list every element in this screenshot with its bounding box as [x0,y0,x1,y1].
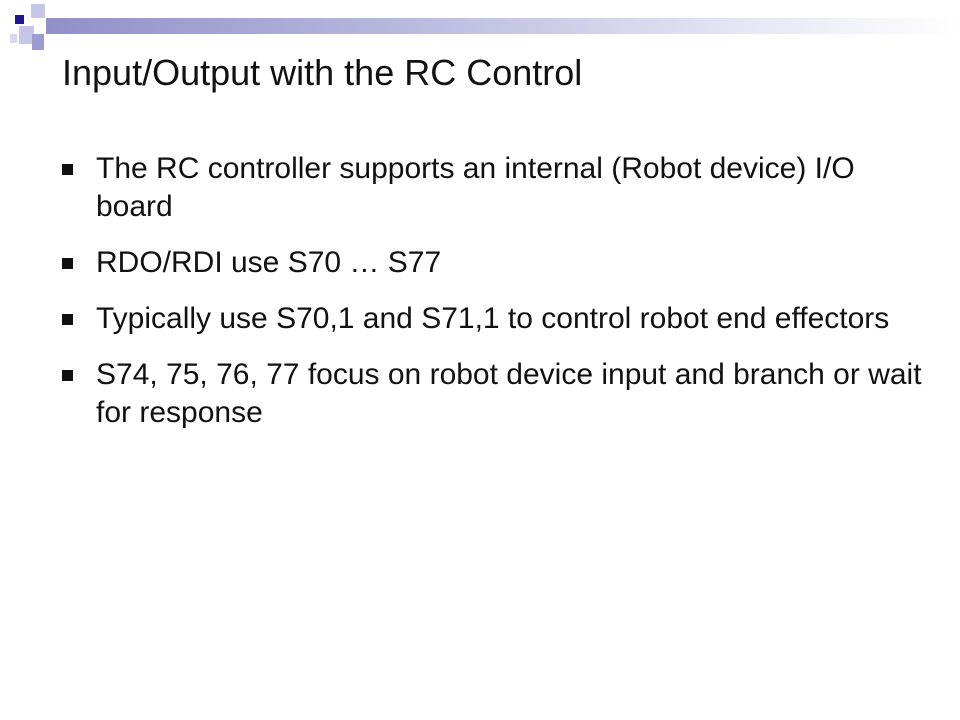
bullet-list: The RC controller supports an internal (… [62,150,922,450]
bullet-text: Typically use S70,1 and S71,1 to control… [96,302,890,335]
decor-square-lavender [32,34,44,50]
bullet-text: S74, 75, 76, 77 focus on robot device in… [96,358,922,429]
header-gradient-bar [46,18,960,34]
bullet-text: The RC controller supports an internal (… [96,152,855,223]
square-bullet-icon [62,370,73,381]
square-bullet-icon [62,314,73,325]
square-bullet-icon [62,258,73,269]
bullet-text: RDO/RDI use S70 … S77 [96,246,442,279]
decor-square-lavender [31,4,45,18]
decor-square-navy [15,15,24,24]
bullet-item: The RC controller supports an internal (… [62,150,922,226]
decor-square-lavender [10,34,17,43]
bullet-item: S74, 75, 76, 77 focus on robot device in… [62,356,922,432]
decor-square-lavender [19,26,34,44]
bullet-item: RDO/RDI use S70 … S77 [62,244,922,282]
slide-title: Input/Output with the RC Control [62,52,583,93]
bullet-item: Typically use S70,1 and S71,1 to control… [62,300,922,338]
square-bullet-icon [62,164,73,175]
